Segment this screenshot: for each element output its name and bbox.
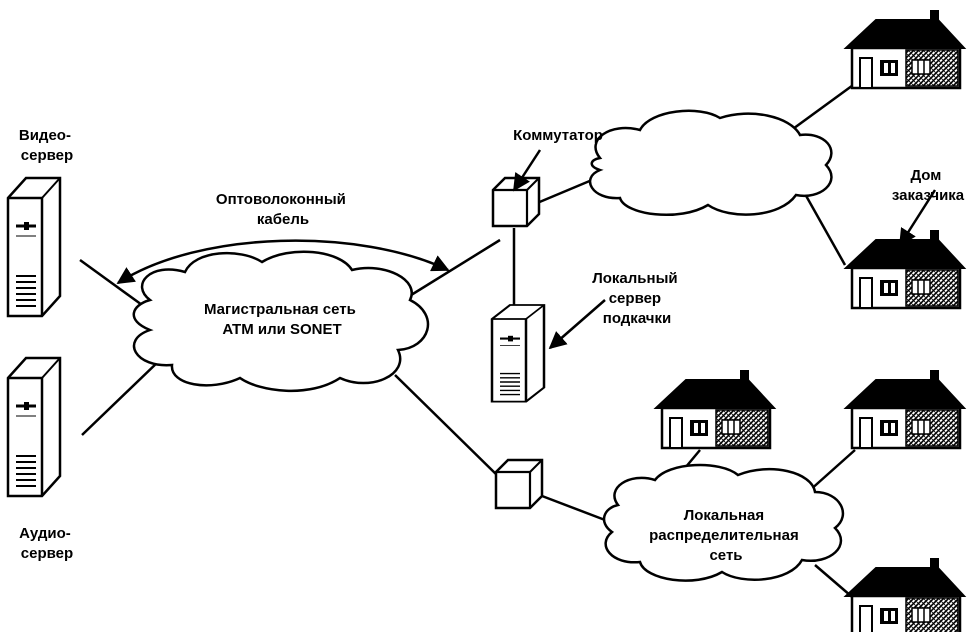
switch-pointer-arrow [512, 149, 542, 192]
audio-server-icon [6, 356, 62, 498]
switch-cloud [588, 109, 833, 216]
backbone-label: Магистральная сеть ATM или SONET [204, 301, 360, 338]
fiber-cable-label: Оптоволоконный кабель [216, 191, 350, 228]
local-server-pointer-arrow [548, 299, 606, 350]
house-icon [844, 228, 966, 310]
audio-server-label: Аудио- сервер [19, 525, 75, 562]
house-icon [654, 368, 776, 450]
house-icon [844, 8, 966, 90]
local-server-icon [490, 303, 546, 404]
distribution-network-label: Локальная распределительная сеть [649, 507, 803, 564]
customer-home-label: Дом заказчика [892, 167, 965, 204]
house-icon [844, 556, 966, 632]
local-server-label: Локальный сервер подкачки [592, 270, 682, 327]
house-icon [844, 368, 966, 450]
fiber-cable-arrow [116, 239, 450, 285]
backbone-cloud [132, 250, 430, 393]
distribution-cloud [602, 463, 845, 582]
switch-label: Коммутатор [513, 127, 603, 144]
home-pointer-arrow [898, 189, 937, 247]
video-server-label: Видео- сервер [19, 127, 75, 164]
switch-icon-2 [494, 458, 544, 510]
video-server-icon [6, 176, 62, 318]
